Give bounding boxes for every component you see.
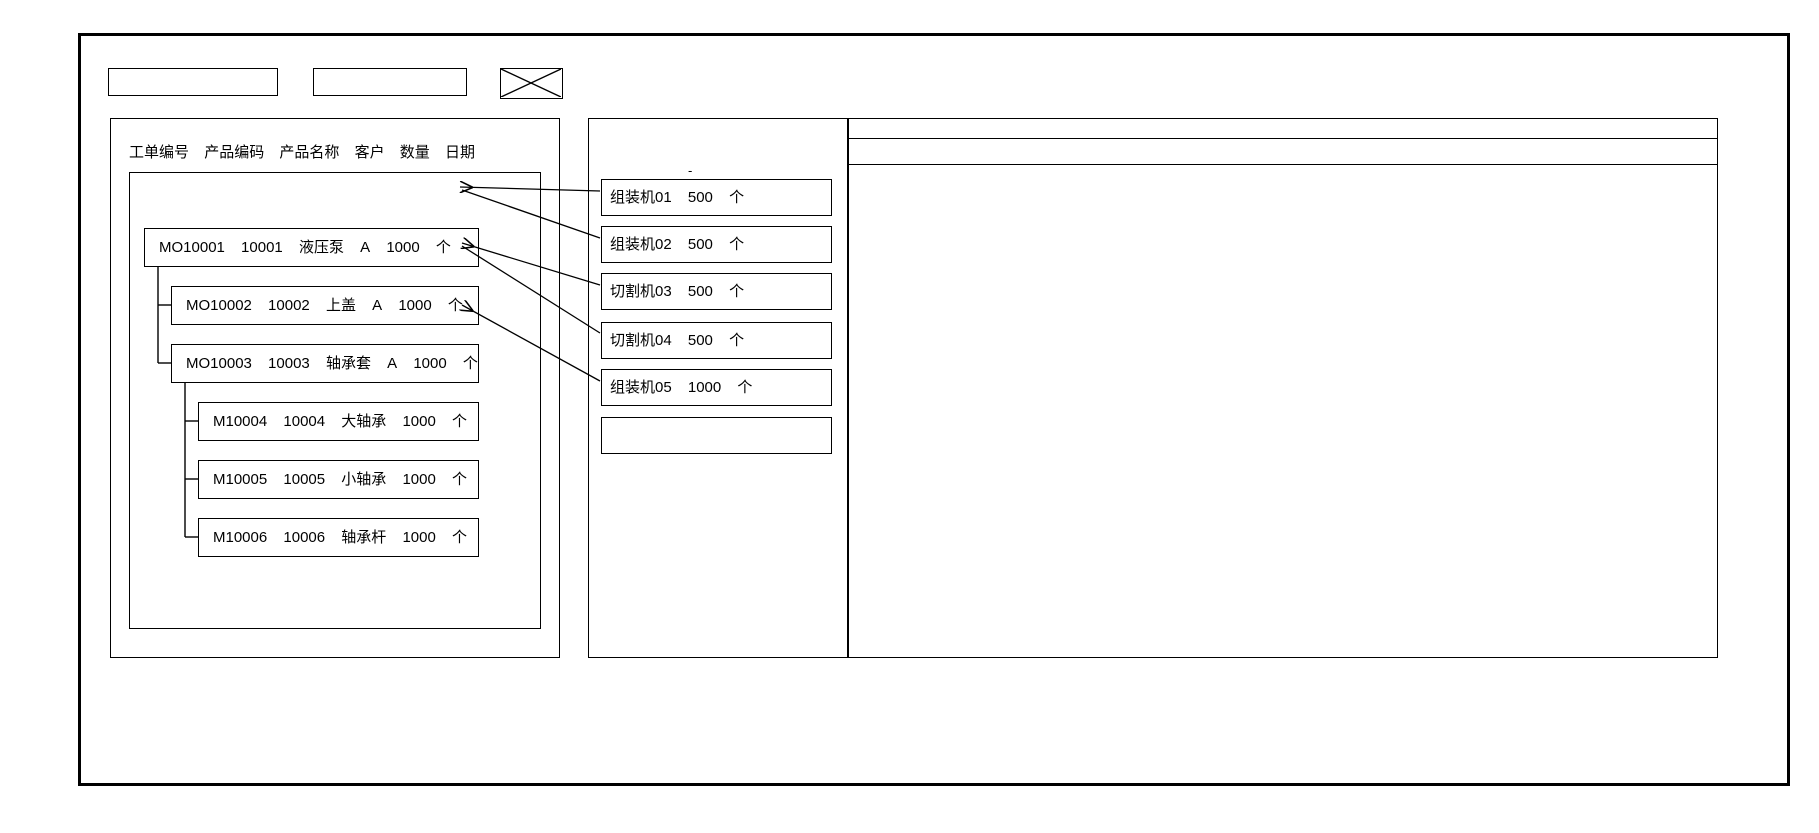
cell-qty: 1000 (413, 355, 447, 372)
cell-product-code: 10005 (283, 471, 326, 488)
table-column-headers: 工单编号 产品编码 产品名称 客户 数量 日期 (129, 141, 475, 162)
table-row[interactable]: MO10001 10001 液压泵 A 1000 个 (144, 228, 479, 267)
machine-name: 切割机04 (610, 332, 672, 349)
list-item[interactable]: 组装机05 1000 个 (601, 369, 832, 406)
cell-order-no: MO10002 (186, 297, 252, 314)
machine-name: 切割机03 (610, 283, 672, 300)
cell-qty: 1000 (402, 529, 436, 546)
cell-unit: 个 (452, 471, 468, 488)
cell-unit: 个 (462, 355, 478, 372)
machine-qty: 1000 (687, 379, 722, 396)
cell-order-no: MO10003 (186, 355, 252, 372)
list-item-empty[interactable] (601, 417, 832, 454)
cell-qty: 1000 (402, 471, 436, 488)
work-order-panel: 工单编号 产品编码 产品名称 客户 数量 日期 MO10001 (110, 118, 560, 658)
machine-unit: 个 (729, 236, 745, 253)
work-order-tree: MO10001 10001 液压泵 A 1000 个 MO10002 10002… (129, 172, 541, 629)
panel-marker: - (688, 163, 693, 178)
table-row[interactable]: M10005 10005 小轴承 1000 个 (198, 460, 479, 499)
column-header-qty: 数量 (399, 144, 430, 161)
cross-lines-icon (501, 69, 561, 97)
cell-qty: 1000 (402, 413, 436, 430)
machine-qty: 500 (687, 236, 713, 253)
cell-product-code: 10001 (241, 239, 283, 256)
cell-qty: 1000 (398, 297, 432, 314)
cell-product-code: 10003 (268, 355, 310, 372)
detail-panel (848, 118, 1718, 658)
cell-product-name: 小轴承 (341, 471, 387, 488)
cell-unit: 个 (435, 239, 451, 256)
cell-order-no: M10004 (213, 413, 268, 430)
cell-unit: 个 (452, 529, 468, 546)
machine-unit: 个 (737, 379, 753, 396)
cell-product-name: 液压泵 (298, 239, 344, 256)
toolbar-field-2[interactable] (313, 68, 467, 96)
machine-qty: 500 (687, 189, 713, 206)
machine-unit: 个 (729, 283, 745, 300)
cell-product-name: 上盖 (325, 297, 356, 314)
cell-product-code: 10002 (268, 297, 310, 314)
column-header-date: 日期 (444, 144, 475, 161)
machine-qty: 500 (687, 283, 713, 300)
cell-unit: 个 (452, 413, 468, 430)
cell-customer: A (360, 239, 371, 256)
cell-order-no: MO10001 (159, 239, 225, 256)
cell-product-code: 10004 (283, 413, 326, 430)
list-item[interactable]: 切割机03 500 个 (601, 273, 832, 310)
cell-product-code: 10006 (283, 529, 326, 546)
cell-customer: A (372, 297, 383, 314)
cell-product-name: 轴承套 (325, 355, 371, 372)
detail-panel-header (849, 138, 1717, 165)
column-header-customer: 客户 (354, 144, 385, 161)
toolbar-field-1[interactable] (108, 68, 278, 96)
cell-unit: 个 (447, 297, 463, 314)
column-header-product-name: 产品名称 (279, 144, 340, 161)
machine-qty: 500 (687, 332, 713, 349)
machine-assignment-panel: - 组装机01 500 个 组装机02 500 个 切割机03 500 个 (588, 118, 848, 658)
cell-customer: A (387, 355, 398, 372)
machine-unit: 个 (729, 332, 745, 349)
table-row[interactable]: M10004 10004 大轴承 1000 个 (198, 402, 479, 441)
column-header-product-code: 产品编码 (204, 144, 265, 161)
machine-name: 组装机02 (610, 236, 672, 253)
cell-product-name: 轴承杆 (341, 529, 387, 546)
cell-product-name: 大轴承 (341, 413, 387, 430)
list-item[interactable]: 组装机02 500 个 (601, 226, 832, 263)
cell-order-no: M10006 (213, 529, 268, 546)
cell-qty: 1000 (386, 239, 420, 256)
list-item[interactable]: 切割机04 500 个 (601, 322, 832, 359)
toolbar (108, 68, 563, 99)
crossed-box-icon[interactable] (500, 68, 563, 99)
machine-unit: 个 (729, 189, 745, 206)
table-row[interactable]: MO10003 10003 轴承套 A 1000 个 (171, 344, 479, 383)
column-header-order-no: 工单编号 (129, 144, 190, 161)
table-row[interactable]: MO10002 10002 上盖 A 1000 个 (171, 286, 479, 325)
cell-order-no: M10005 (213, 471, 268, 488)
machine-name: 组装机01 (610, 189, 672, 206)
machine-name: 组装机05 (610, 379, 672, 396)
table-row[interactable]: M10006 10006 轴承杆 1000 个 (198, 518, 479, 557)
list-item[interactable]: 组装机01 500 个 (601, 179, 832, 216)
